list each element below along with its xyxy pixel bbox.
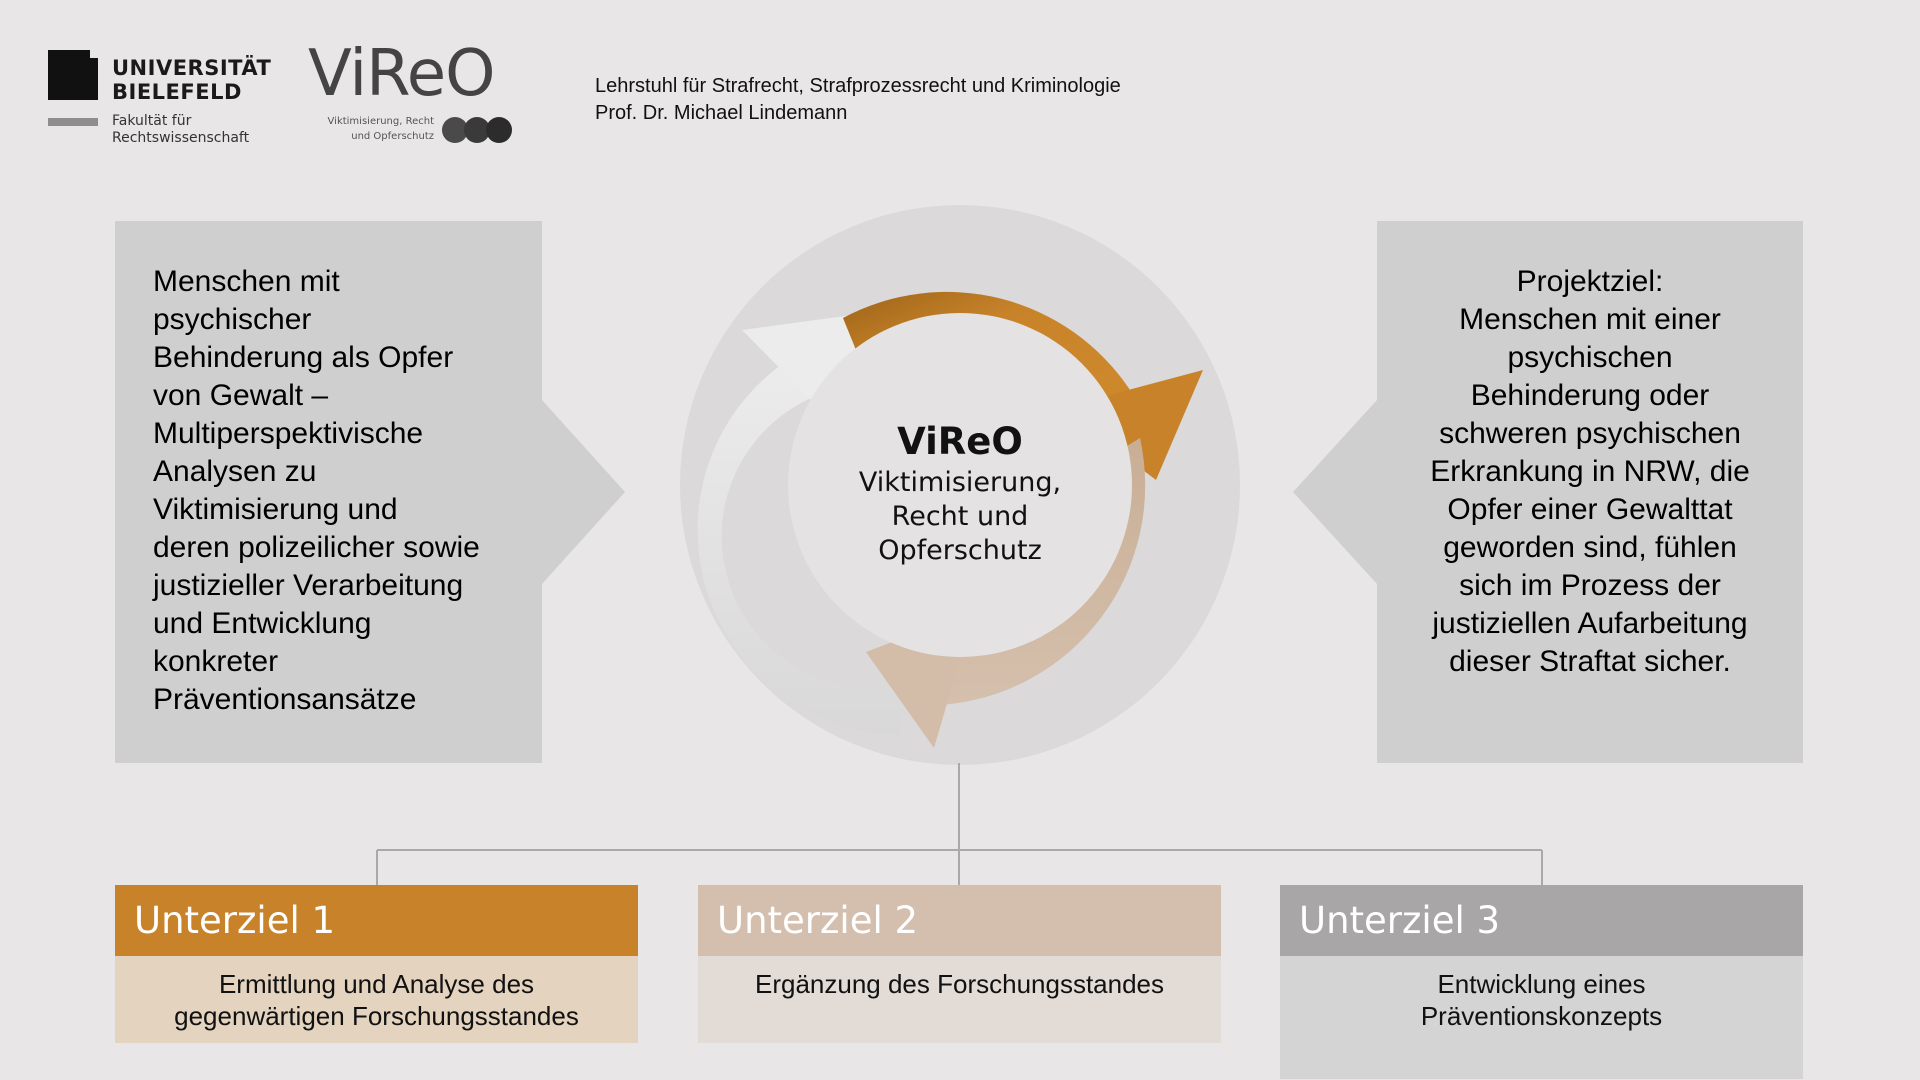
subgoal-1: Unterziel 1 Ermittlung und Analyse des g… bbox=[115, 885, 638, 1043]
subgoal-2: Unterziel 2 Ergänzung des Forschungsstan… bbox=[698, 885, 1221, 1043]
subgoal-1-title: Unterziel 1 bbox=[115, 885, 638, 956]
faculty-name: Fakultät für Rechtswissenschaft bbox=[112, 113, 250, 146]
chair-info: Lehrstuhl für Strafrecht, Strafprozessre… bbox=[595, 73, 1121, 127]
subgoal-2-text: Ergänzung des Forschungsstandes bbox=[698, 956, 1221, 1043]
chair-professor: Prof. Dr. Michael Lindemann bbox=[595, 102, 848, 124]
cycle-arrow-light bbox=[697, 360, 905, 735]
cycle-subtitle: Viktimisierung, Recht und Opferschutz bbox=[858, 467, 1062, 566]
left-panel-shape bbox=[115, 221, 625, 763]
subgoal-3-title: Unterziel 3 bbox=[1280, 885, 1803, 956]
subgoal-3: Unterziel 3 Entwicklung eines Prävention… bbox=[1280, 885, 1803, 1079]
subgoal-3-text: Entwicklung eines Präventionskonzepts bbox=[1280, 956, 1803, 1079]
cycle-center bbox=[788, 313, 1132, 657]
university-logo-mark bbox=[48, 48, 100, 100]
right-panel-shape bbox=[1293, 221, 1803, 763]
project-goal-label: Projektziel: bbox=[1516, 265, 1664, 298]
vireo-tagline: Viktimisierung, Recht und Opferschutz bbox=[327, 116, 434, 142]
cycle-title: ViReO bbox=[897, 420, 1023, 463]
vireo-dots-icon bbox=[442, 117, 512, 143]
chair-title: Lehrstuhl für Strafrecht, Strafprozessre… bbox=[595, 75, 1121, 97]
right-panel-text: Projektziel: Menschen mit einer psychisc… bbox=[1395, 263, 1785, 681]
faculty-bar bbox=[48, 118, 98, 126]
subgoal-2-title: Unterziel 2 bbox=[698, 885, 1221, 956]
cycle-arrowhead-orange bbox=[1061, 370, 1203, 480]
vireo-wordmark: ViReO bbox=[308, 37, 495, 111]
left-panel-text: Menschen mit psychischer Behinderung als… bbox=[153, 265, 480, 716]
university-name: UNIVERSITÄT BIELEFELD bbox=[112, 56, 272, 104]
connector-lines bbox=[376, 763, 1543, 885]
subgoal-1-text: Ermittlung und Analyse des gegenwärtigen… bbox=[115, 956, 638, 1043]
